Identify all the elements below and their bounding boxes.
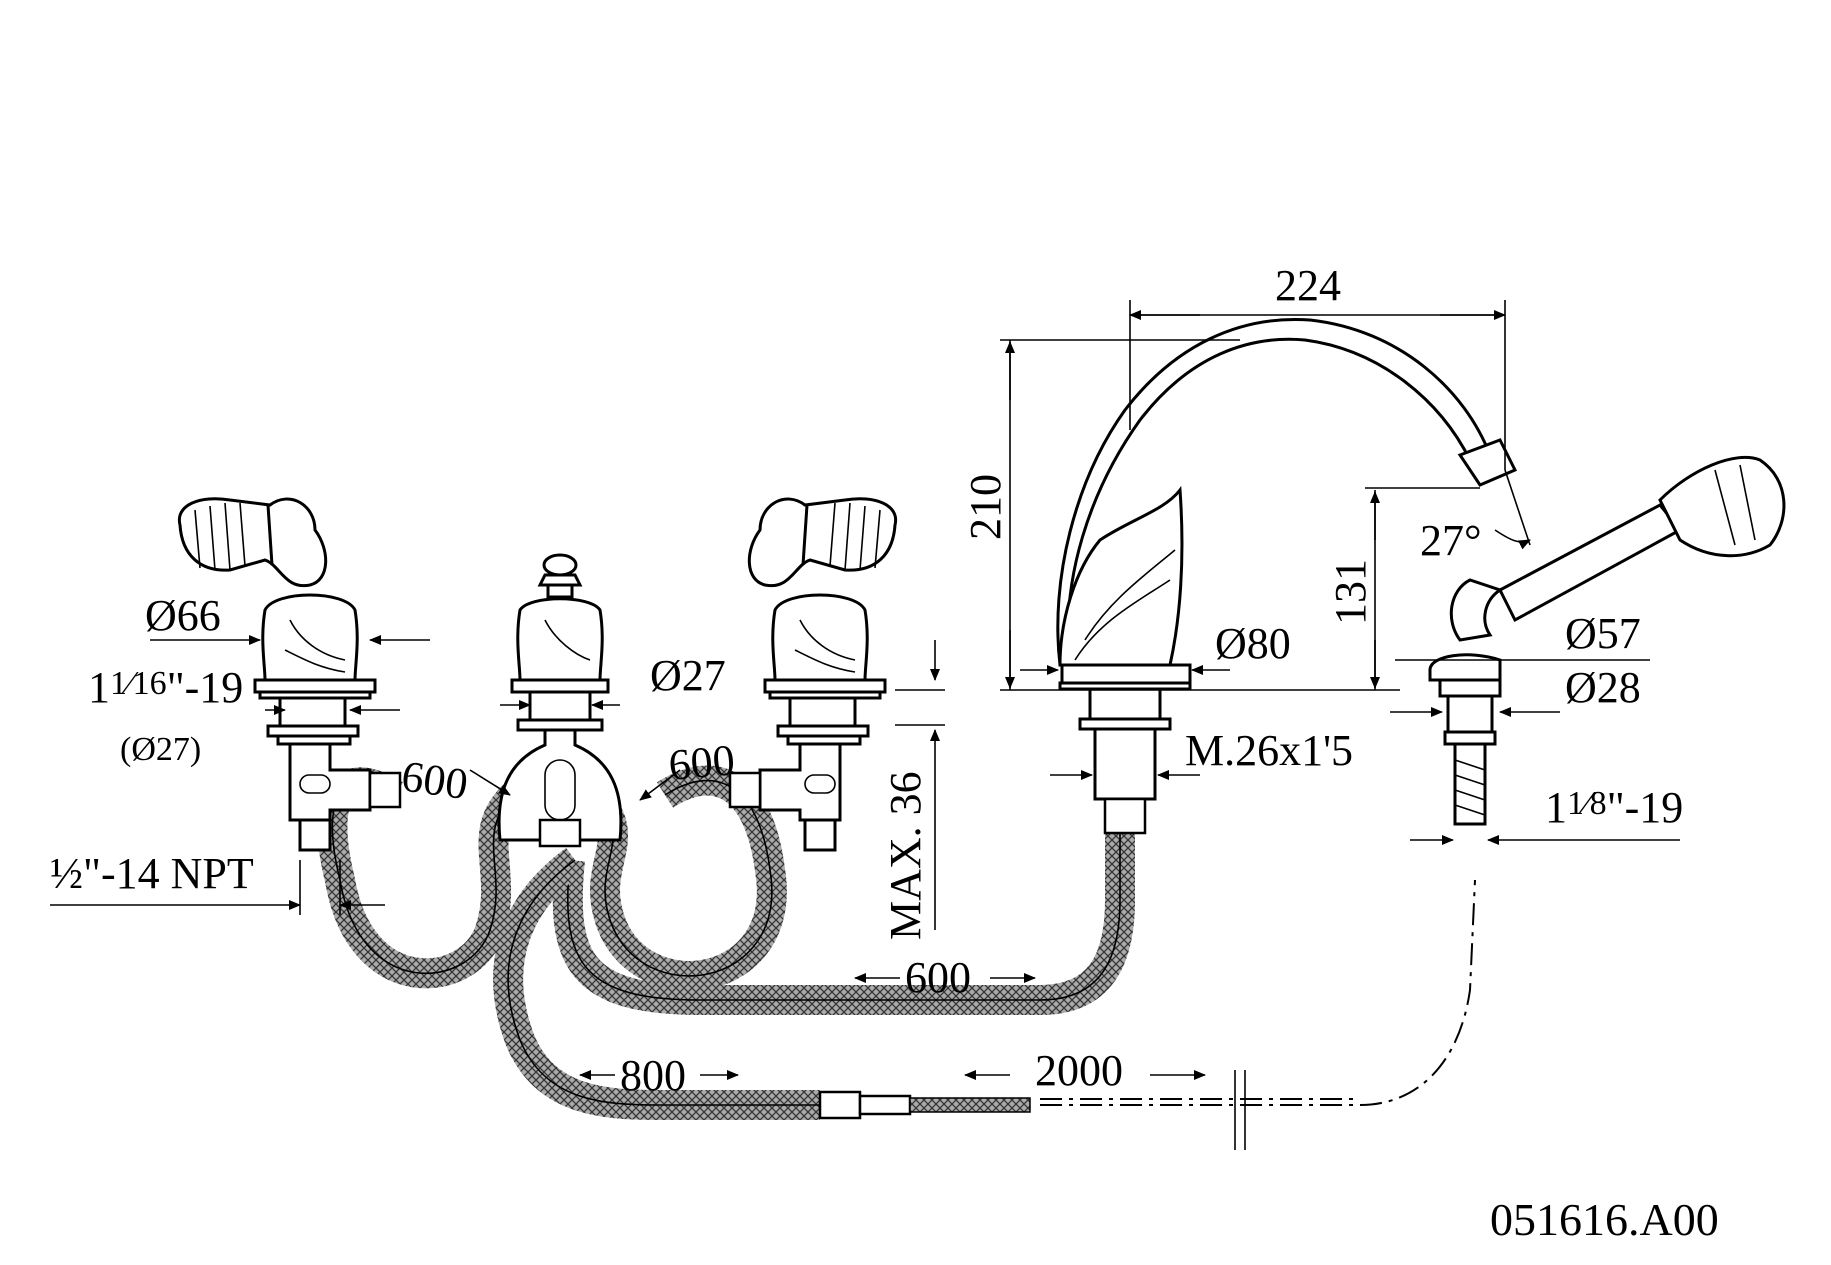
hand-shower bbox=[1428, 455, 1786, 826]
dim-hose-spout: 600 bbox=[905, 953, 971, 1002]
dim-hose-800: 800 bbox=[620, 1051, 686, 1100]
spout bbox=[1056, 317, 1518, 835]
dim-thread-left: 11⁄16"-19 bbox=[88, 663, 243, 712]
dim-m26: M.26x1'5 bbox=[1185, 726, 1353, 775]
dim-hose-2000: 2000 bbox=[1035, 1046, 1123, 1095]
dim-d27: Ø27 bbox=[650, 651, 726, 700]
drawing-code: 051616.A00 bbox=[1490, 1194, 1719, 1245]
left-valve bbox=[177, 497, 402, 852]
dim-thread-right: 11⁄8"-19 bbox=[1545, 783, 1683, 832]
dim-d80: Ø80 bbox=[1215, 619, 1291, 668]
labels: Ø66 11⁄16"-19 (Ø27) ½"-14 NPT Ø27 600 60… bbox=[50, 261, 1719, 1245]
dim-spout-reach: 224 bbox=[1275, 261, 1341, 310]
center-diverter bbox=[497, 553, 623, 848]
dim-hose-left: 600 bbox=[399, 751, 471, 809]
dim-d28: Ø28 bbox=[1565, 663, 1641, 712]
dim-d27-paren: (Ø27) bbox=[120, 731, 201, 768]
dim-angle: 27° bbox=[1420, 516, 1482, 565]
dim-d66: Ø66 bbox=[145, 591, 221, 640]
dim-max36: MAX. 36 bbox=[881, 771, 930, 940]
dim-spout-height: 210 bbox=[961, 474, 1010, 540]
dim-hose-right: 600 bbox=[667, 735, 737, 790]
dim-npt: ½"-14 NPT bbox=[50, 849, 254, 898]
dim-d57: Ø57 bbox=[1565, 609, 1641, 658]
dimension-lines bbox=[50, 300, 1680, 1080]
right-valve bbox=[728, 497, 898, 852]
dim-outlet-height: 131 bbox=[1326, 559, 1375, 625]
